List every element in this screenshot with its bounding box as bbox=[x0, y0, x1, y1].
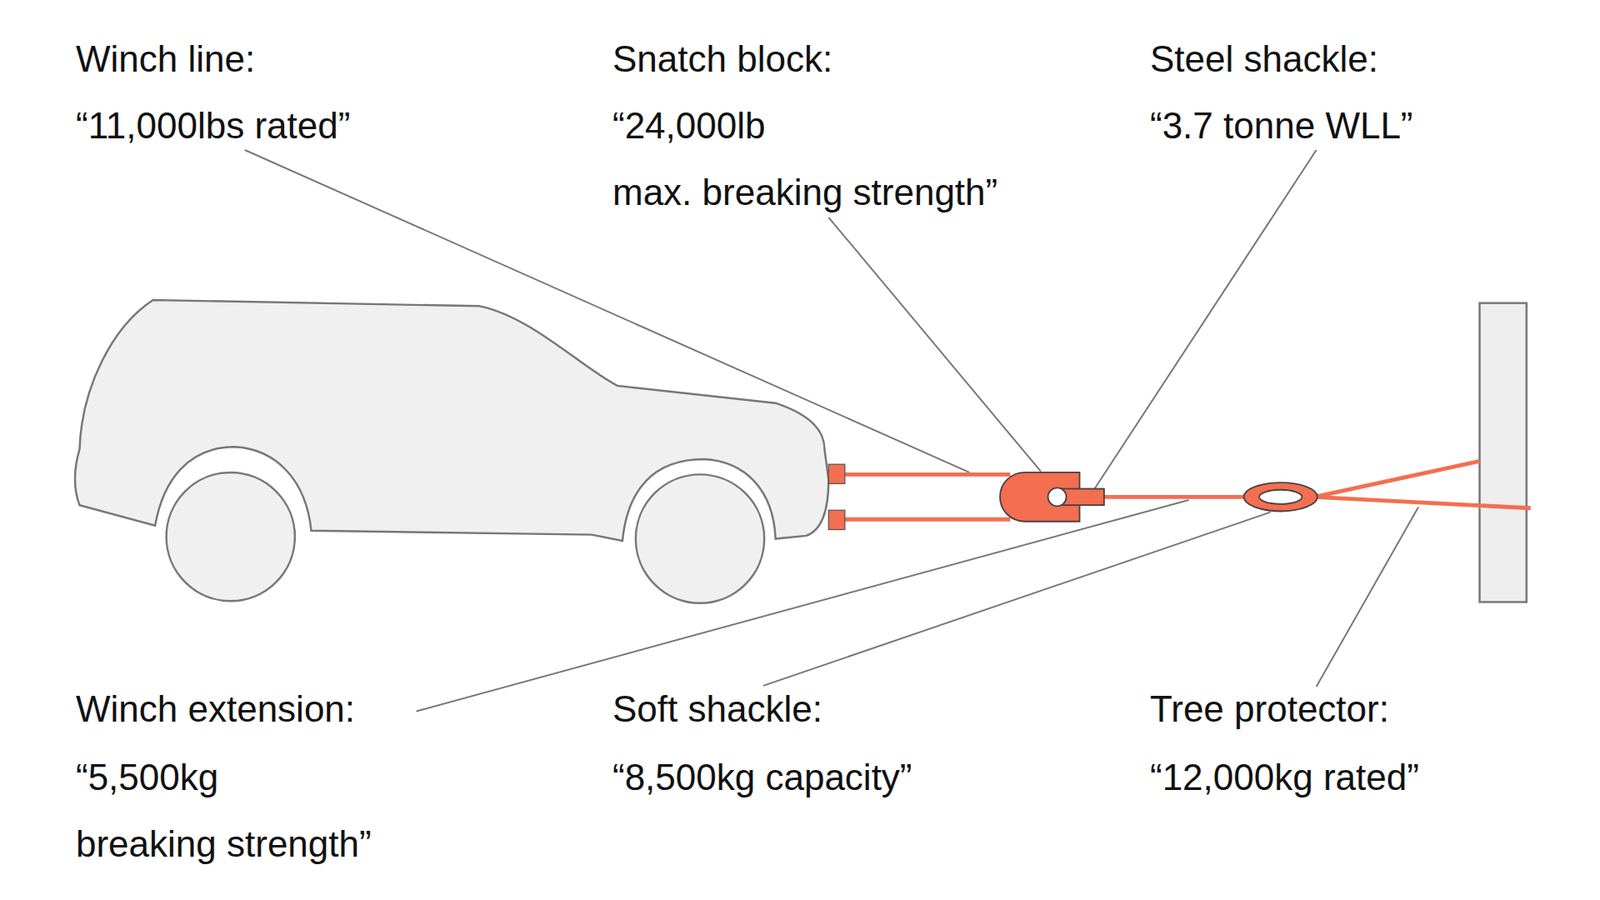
winch-extension bbox=[1101, 495, 1247, 500]
tree-protector bbox=[1314, 496, 1531, 508]
rating-text: “3.7 tonne WLL” bbox=[1150, 92, 1414, 160]
rating-text: “24,000lb max. breaking strength” bbox=[612, 92, 998, 226]
soft-shackle bbox=[1244, 482, 1318, 511]
tree bbox=[1480, 303, 1527, 603]
leader-line bbox=[828, 217, 1041, 472]
callout-heading: Snatch block: bbox=[612, 25, 833, 93]
front-wheel bbox=[635, 474, 765, 603]
callout-heading: Tree protector: bbox=[1150, 675, 1390, 743]
leader-line bbox=[1316, 507, 1419, 688]
soft-shackle-hole bbox=[1259, 490, 1302, 505]
rigging-lines bbox=[842, 460, 1530, 520]
callout-heading: Winch extension: bbox=[75, 675, 355, 743]
winch-line bbox=[842, 517, 1010, 522]
rating-text: “11,000lbs rated” bbox=[75, 92, 350, 160]
rating-text: “5,500kg breaking strength” bbox=[75, 744, 372, 878]
snatch-block-pin bbox=[1048, 487, 1067, 506]
callout-heading: Steel shackle: bbox=[1150, 25, 1379, 93]
winch-mount bbox=[828, 510, 845, 530]
winch-mount bbox=[828, 464, 845, 484]
callout-heading: Soft shackle: bbox=[612, 675, 823, 743]
rating-text: “8,500kg capacity” bbox=[612, 744, 913, 811]
steel-shackle bbox=[1060, 489, 1104, 506]
winch-line bbox=[842, 472, 1010, 477]
rating-text: “12,000kg rated” bbox=[1150, 744, 1420, 811]
callout-heading: Winch line: bbox=[75, 25, 255, 93]
tree-protector bbox=[1314, 460, 1480, 497]
leader-line bbox=[763, 512, 1271, 686]
rear-wheel bbox=[166, 472, 295, 601]
leader-line bbox=[1094, 150, 1317, 490]
